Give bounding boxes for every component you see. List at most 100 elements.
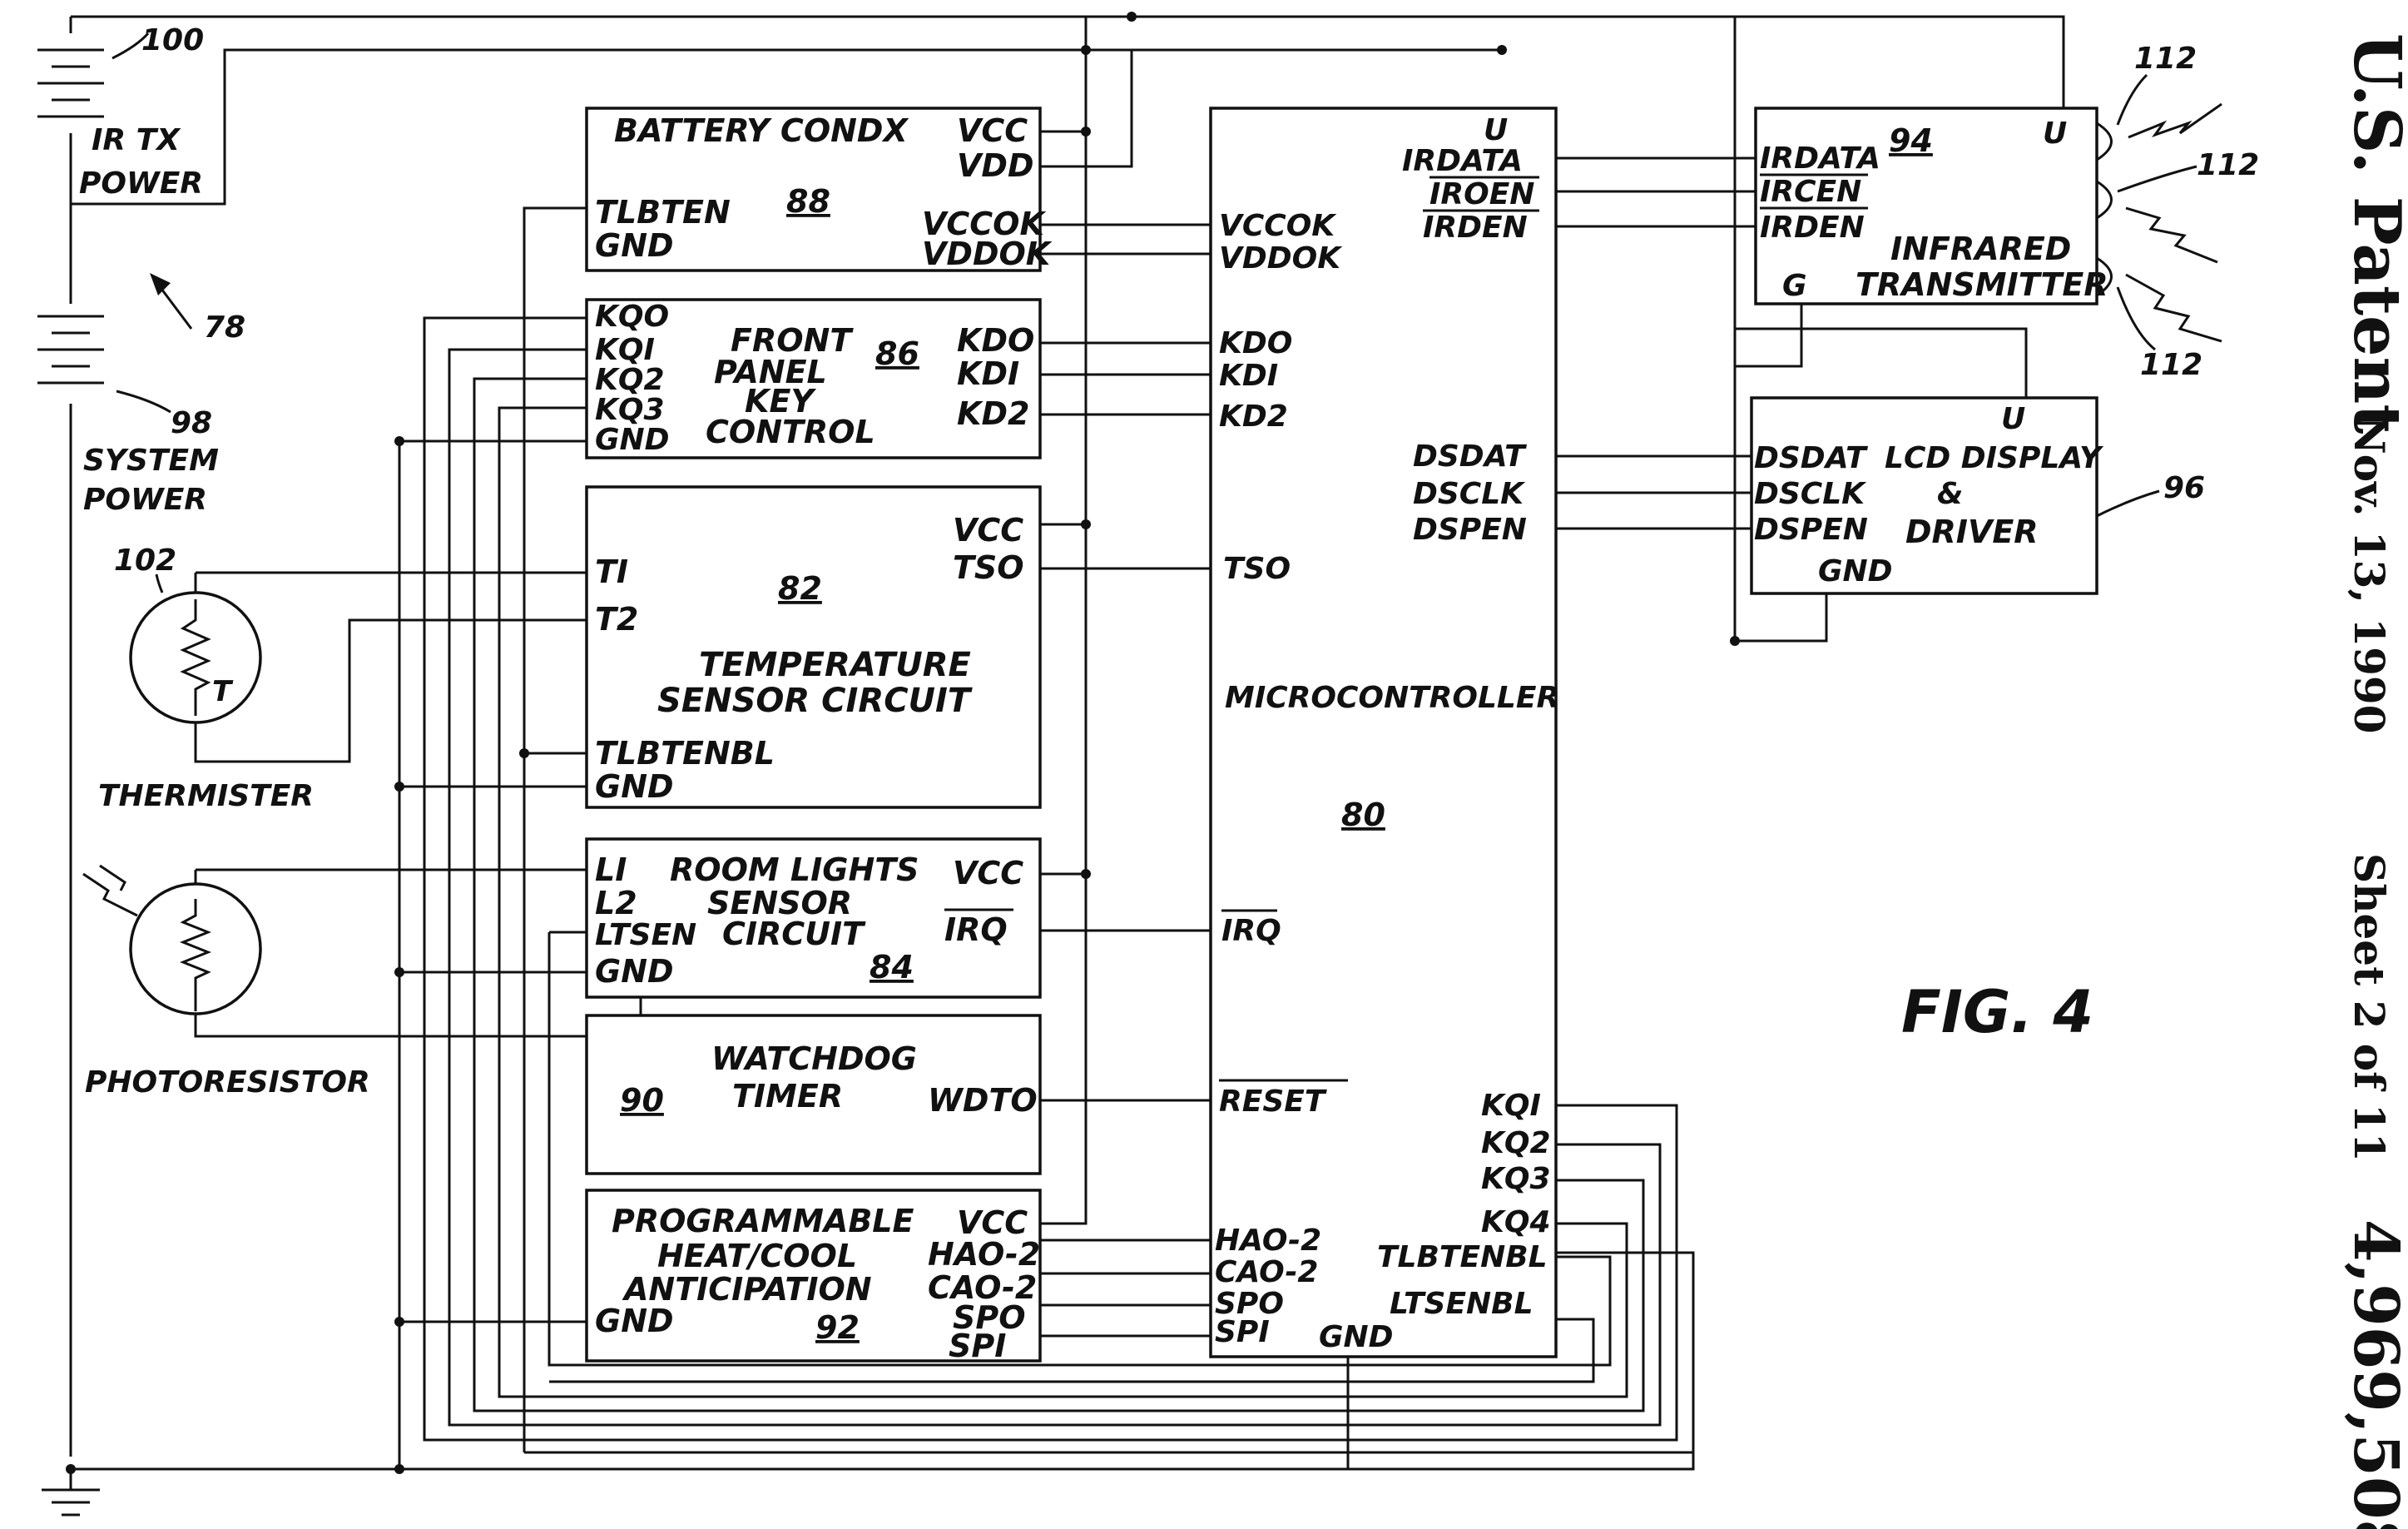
watchdog-block: WATCHDOG TIMER 90 WDTO (585, 1014, 1042, 1175)
irtx-pin-irdata: IRDATA (1760, 141, 1880, 176)
rl-pin-vcc: VCC (953, 855, 1023, 891)
anticipation-block: PROGRAMMABLE HEAT/COOL ANTICIPATION 92 G… (585, 1189, 1042, 1364)
mc-pin-kq4: KQ4 (1481, 1205, 1551, 1239)
fp-pin-kq3: KQ3 (595, 393, 665, 427)
mc-pin-irq: IRQ (1221, 914, 1281, 948)
ir-tx-battery (33, 33, 108, 133)
lcd-ref: 96 (2163, 471, 2205, 505)
system-power-ref: 98 (171, 406, 212, 440)
system-ref: 78 (204, 310, 245, 345)
wd-title-1: WATCHDOG (711, 1040, 917, 1077)
temp-title-2: SENSOR CIRCUIT (657, 682, 973, 720)
mc-pin-kq3: KQ3 (1481, 1162, 1551, 1196)
lcd-pin-dspen: DSPEN (1754, 513, 1868, 547)
header-patent-number: 4,969,508 (2340, 1219, 2408, 1529)
ant-pin-spo: SPO (953, 1299, 1026, 1336)
mc-pin-kq1: KQI (1481, 1089, 1541, 1123)
irtx-pin-g: G (1782, 269, 1807, 303)
microcontroller-block: U IRDATA IROEN IRDEN VCCOK VDDOK KDO KDI… (1209, 107, 1559, 1358)
lcd-pin-gnd: GND (1818, 554, 1893, 588)
system-battery (33, 304, 108, 404)
lcd-pin-dsclk: DSCLK (1754, 477, 1867, 511)
fp-pin-kq0: KQO (595, 300, 669, 334)
mc-pin-tlbtenbl: TLBTENBL (1377, 1240, 1548, 1274)
ir-tx-label-2: POWER (79, 166, 203, 201)
ant-pin-spi: SPI (949, 1328, 1006, 1364)
fp-pin-kd1: KDI (957, 355, 1019, 392)
battery-pin-tlbten: TLBTEN (595, 194, 731, 231)
mc-pin-kd1: KDI (1219, 359, 1278, 393)
battery-condx-block: BATTERY CONDX 88 VCC VDD VCCOK VDDOK TLB… (585, 107, 1053, 272)
header-sheet: Sheet 2 of 11 (2345, 853, 2394, 1162)
system-ref-leader (116, 390, 171, 414)
lcd-pin-dsdat: DSDAT (1754, 441, 1868, 475)
fp-pin-kd2: KD2 (957, 395, 1029, 432)
mc-pin-spo: SPO (1215, 1287, 1284, 1321)
temp-pin-tlbtenbl: TLBTENBL (595, 735, 775, 772)
rl-pin-gnd: GND (595, 953, 674, 990)
fp-pin-kq1: KQI (595, 333, 655, 367)
battery-pin-vcc: VCC (957, 112, 1028, 149)
system-power-label-2: POWER (83, 483, 207, 517)
temp-pin-tso: TSO (953, 549, 1024, 586)
ant-pin-cao2: CAO-2 (928, 1269, 1037, 1306)
lcd-title-1: LCD DISPLAY (1885, 441, 2104, 475)
header-date: Nov. 13, 1990 (2345, 416, 2394, 733)
photoresistor (82, 864, 262, 1015)
ant-pin-hao2: HAO-2 (928, 1236, 1040, 1273)
rl-title-3: CIRCUIT (722, 916, 866, 952)
battery-title: BATTERY CONDX (614, 112, 909, 149)
mc-pin-kd2: KD2 (1219, 400, 1288, 434)
irtx-pin-ircen: IRCEN (1760, 175, 1861, 209)
ir-tx-label-1: IR TX (92, 123, 181, 157)
temp-ref: 82 (778, 570, 822, 607)
irtx-pin-u: U (2043, 117, 2067, 151)
temp-pin-t1: TI (595, 554, 628, 590)
fp-title-3: KEY (745, 383, 816, 419)
mc-pin-kd0: KDO (1219, 326, 1292, 360)
fp-title-4: CONTROL (706, 414, 875, 450)
patent-header: U.S. Patent Nov. 13, 1990 Sheet 2 of 11 … (2339, 33, 2408, 1529)
room-lights-block: LI L2 LTSEN GND ROOM LIGHTS SENSOR CIRCU… (585, 837, 1042, 999)
system-arrow (150, 273, 193, 330)
ant-ref: 92 (815, 1309, 860, 1346)
mc-pin-hao2: HAO-2 (1215, 1224, 1321, 1258)
ant-pin-vcc: VCC (957, 1204, 1028, 1241)
temp-pin-gnd: GND (595, 768, 674, 805)
wiring (42, 15, 2065, 1517)
ant-title-2: HEAT/COOL (657, 1238, 857, 1274)
wd-title-2: TIMER (732, 1078, 843, 1114)
temp-title-1: TEMPERATURE (699, 646, 971, 684)
rl-pin-l1: LI (595, 851, 627, 888)
header-patent-office: U.S. Patent (2339, 33, 2408, 434)
thermister-ref-leader (155, 573, 164, 593)
ir-transmitter-block: IRDATA IRCEN IRDEN 94 U INFRARED TRANSMI… (1754, 73, 2222, 351)
fp-pin-kq2: KQ2 (595, 363, 665, 397)
rl-title-2: SENSOR (707, 885, 852, 921)
battery-pin-vdd: VDD (957, 147, 1034, 184)
mc-pin-dspen: DSPEN (1413, 513, 1527, 547)
mc-pin-dsclk: DSCLK (1413, 477, 1526, 511)
mc-pin-reset: RESET (1219, 1085, 1327, 1119)
fp-title-2: PANEL (714, 354, 827, 390)
mc-pin-kq2: KQ2 (1481, 1126, 1551, 1160)
lcd-title-3: DRIVER (1905, 514, 2039, 550)
rl-title-1: ROOM LIGHTS (670, 851, 919, 888)
mc-pin-vccok: VCCOK (1219, 209, 1337, 243)
fp-ref: 86 (875, 335, 919, 372)
front-panel-block: KQO KQI KQ2 KQ3 GND FRONT PANEL KEY CONT… (585, 298, 1042, 459)
mc-pin-vddok: VDDOK (1219, 241, 1343, 276)
mc-pin-iroen: IROEN (1429, 177, 1534, 211)
lcd-block: U DSDAT LCD DISPLAY DSCLK & DSPEN DRIVER… (1750, 396, 2160, 595)
wd-ref: 90 (620, 1082, 664, 1119)
battery-pin-gnd: GND (595, 227, 674, 264)
junctions (66, 12, 1740, 1474)
temp-pin-vcc: VCC (953, 512, 1023, 549)
ant-pin-gnd: GND (595, 1303, 674, 1339)
rl-pin-irq: IRQ (944, 911, 1008, 948)
irtx-pin-irden: IRDEN (1760, 211, 1865, 245)
figure-label: FIG. 4 (1901, 978, 2093, 1046)
rl-pin-l2: L2 (595, 885, 637, 921)
thermister: T (129, 591, 262, 724)
